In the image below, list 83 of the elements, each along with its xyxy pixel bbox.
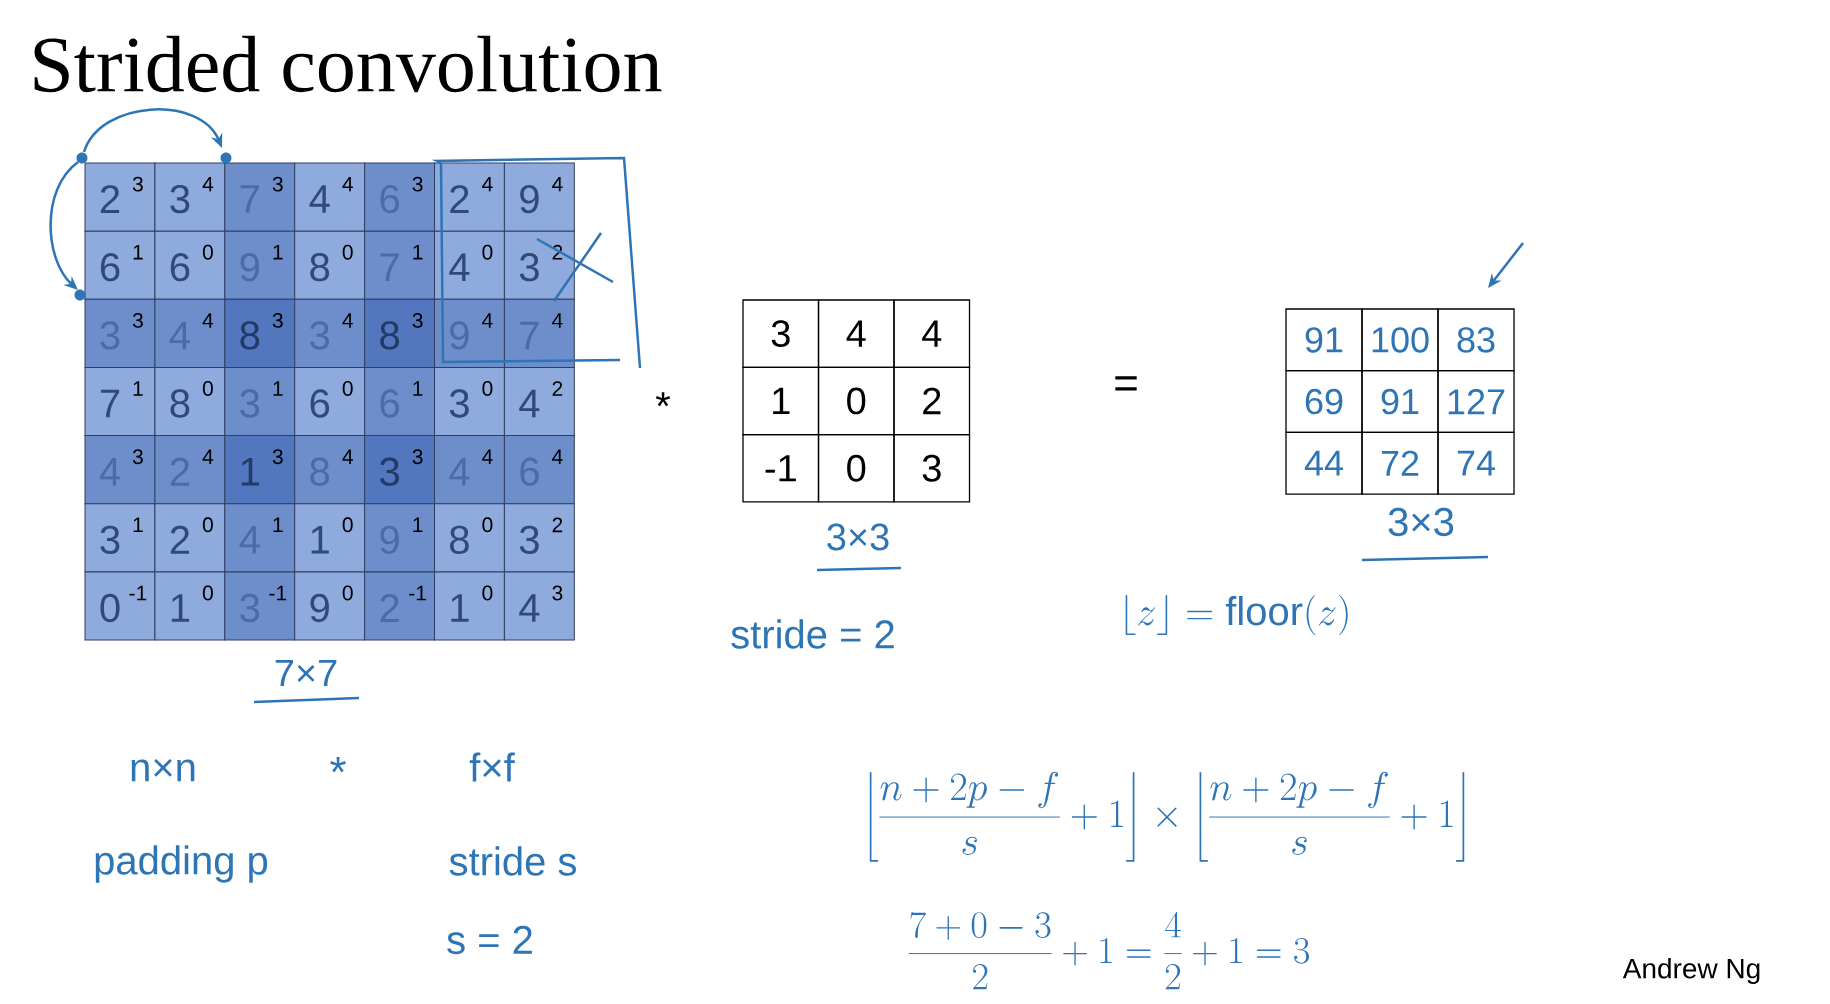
superscript: 1 — [413, 517, 423, 533]
superscript: 1 — [133, 381, 143, 396]
superscript: 3 — [412, 312, 423, 328]
matrix-cell: 127 — [1437, 370, 1515, 434]
operator-symbol: * — [655, 392, 671, 407]
handwritten-note: n×n — [131, 758, 195, 782]
handwritten-note: stride s — [449, 846, 576, 876]
superscript: 3 — [132, 449, 143, 465]
matrix-cell: 72 — [1361, 431, 1439, 495]
superscript: 1 — [273, 381, 283, 396]
superscript: 0 — [342, 381, 353, 396]
superscript: 4 — [342, 313, 353, 328]
superscript: -1 — [129, 585, 147, 601]
handwritten-note: stride = 2 — [731, 619, 894, 649]
matrix-cell: 4 — [817, 299, 895, 368]
superscript: 4 — [552, 449, 563, 464]
matrix-cell: 3 — [893, 433, 971, 503]
matrix-cell: 1 — [742, 366, 820, 436]
superscript: 0 — [202, 517, 213, 533]
superscript: -1 — [269, 585, 287, 601]
title: Strided convolution — [34, 35, 662, 93]
superscript: 4 — [202, 313, 214, 328]
matrix-cell: 0 — [817, 433, 895, 503]
superscript: 0 — [482, 244, 493, 260]
dimension-label: 3×3 — [1388, 507, 1454, 537]
superscript: 3 — [412, 449, 423, 465]
superscript: 4 — [202, 176, 214, 192]
dimension-label: 3×3 — [827, 523, 889, 551]
superscript: 3 — [552, 585, 563, 601]
superscript: 4 — [202, 449, 214, 464]
superscript: 4 — [552, 176, 563, 192]
superscript: 1 — [413, 245, 423, 260]
matrix-cell: 0 — [817, 366, 895, 436]
superscript: 0 — [342, 517, 353, 533]
matrix-cell: 3 — [742, 299, 820, 368]
superscript: 2 — [552, 381, 563, 396]
superscript: 1 — [273, 517, 283, 533]
superscript: 0 — [342, 585, 353, 601]
superscript: 0 — [202, 381, 213, 396]
superscript: 0 — [202, 585, 213, 601]
superscript: 4 — [342, 449, 353, 464]
superscript: 2 — [552, 517, 563, 533]
superscript: 1 — [133, 245, 143, 260]
matrix-cell: 91 — [1361, 370, 1439, 434]
handwritten-note: padding p — [95, 845, 268, 883]
superscript: 4 — [482, 313, 493, 328]
handwritten-note: s = 2 — [447, 925, 532, 955]
operator-symbol: = — [1115, 376, 1137, 391]
superscript: 3 — [132, 312, 143, 328]
superscript: 3 — [132, 176, 143, 192]
superscript: 1 — [133, 517, 143, 533]
superscript: 0 — [482, 517, 493, 533]
superscript: 4 — [482, 449, 493, 464]
superscript: 0 — [482, 381, 493, 396]
matrix-cell: -1 — [742, 433, 820, 503]
operator-symbol: * — [330, 756, 346, 773]
superscript: 4 — [552, 313, 563, 328]
author-name: Andrew Ng — [1622, 957, 1760, 985]
superscript: 3 — [272, 449, 283, 465]
superscript: 4 — [342, 176, 353, 192]
matrix-cell: 4 — [893, 299, 971, 368]
matrix-cell: 44 — [1285, 431, 1363, 495]
superscript: 4 — [482, 176, 493, 192]
superscript: 1 — [413, 381, 423, 396]
matrix-cell: 91 — [1285, 308, 1363, 372]
matrix-cell: 74 — [1437, 431, 1515, 495]
matrix-cell: 2 — [893, 366, 971, 436]
superscript: 3 — [272, 176, 283, 192]
superscript: 0 — [342, 244, 353, 260]
matrix-cell: 69 — [1285, 370, 1363, 434]
superscript: -1 — [409, 585, 426, 601]
handwritten-formula: $\lfloor z \rfloor = \mathrm{floor}(z)$ — [1125, 595, 1348, 635]
superscript: 1 — [273, 245, 283, 260]
handwritten-note: f×f — [469, 752, 515, 782]
superscript: 3 — [272, 312, 283, 328]
matrix-cell: 83 — [1437, 308, 1515, 372]
handwritten-formula: $\frac{7+0-3}{2}+1 = \frac{4}{2}+1 = 3$ — [908, 911, 1310, 990]
matrix-cell: 100 — [1361, 308, 1439, 372]
superscript: 3 — [412, 176, 423, 192]
handwritten-formula: $\left\lfloor \frac{n+2p-f}{s}+1 \right\rfloor \times \left\lfloor \frac{n+2p-f}{s}+1 \right\rfloor$ — [869, 771, 1465, 862]
dimension-label: 7×7 — [275, 659, 337, 687]
superscript: 0 — [202, 244, 213, 260]
superscript: 0 — [482, 585, 493, 601]
